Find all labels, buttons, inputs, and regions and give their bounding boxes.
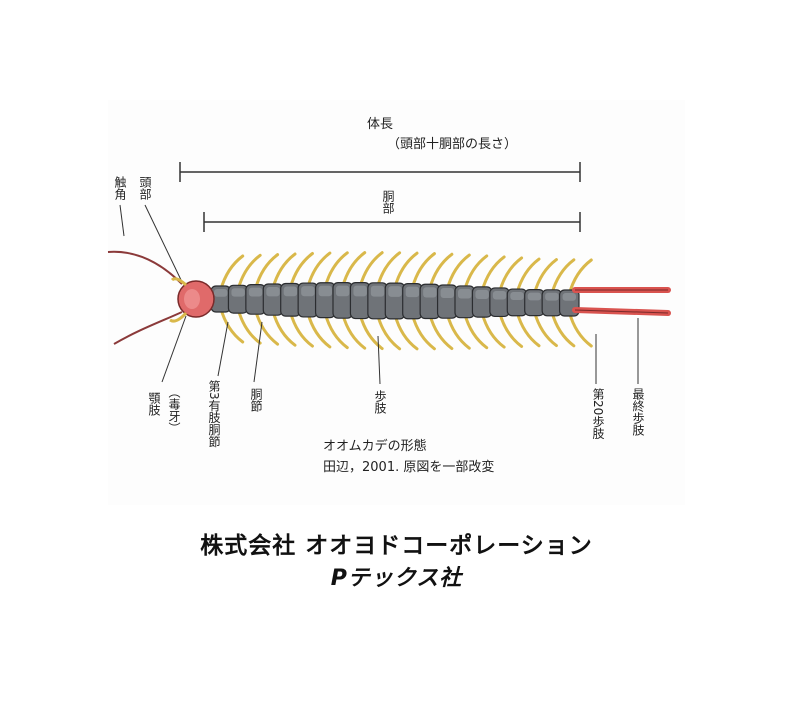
segment-highlight <box>475 289 489 299</box>
body-length-note: （頭部十胴部の長さ） <box>387 137 517 152</box>
segment-highlight <box>388 286 402 297</box>
segment-highlight <box>214 289 228 297</box>
company-brand: Pテックス社 <box>330 566 463 591</box>
antenna-label: 触角 <box>113 176 127 201</box>
segment-highlight <box>527 292 542 301</box>
caption-title: オオムカデの形態 <box>323 438 427 454</box>
forcipule-label: 顎肢 <box>147 392 161 416</box>
trunk-label: 胴部 <box>381 190 395 214</box>
leg20-label: 第20歩肢 <box>591 388 605 440</box>
segment-highlight <box>248 287 263 297</box>
walking-leg-label: 歩肢 <box>373 389 387 414</box>
segment-highlight <box>545 292 559 301</box>
segment-highlight <box>405 286 420 298</box>
segment-highlight <box>562 293 576 301</box>
segment-highlight <box>440 288 454 298</box>
body-length-label: 体長 <box>367 117 393 132</box>
segment-highlight <box>336 285 350 297</box>
antenna-leader <box>119 204 125 237</box>
forcipule-note: （毒牙） <box>167 386 181 434</box>
third-segment-leader <box>217 321 229 377</box>
forcipules <box>169 277 188 323</box>
head <box>177 280 215 318</box>
segment-highlight <box>353 285 367 297</box>
segment-highlight <box>458 288 472 299</box>
segment-highlight <box>370 285 385 297</box>
trunk-segments <box>210 282 580 320</box>
trunk-segment-leader <box>253 321 263 383</box>
segment-highlight <box>283 286 298 297</box>
company-name: 株式会社 オオヨドコーポレーション <box>200 533 593 559</box>
last-leg-label: 最終歩肢 <box>631 388 645 436</box>
head-leader <box>144 204 183 283</box>
last-legs <box>572 287 671 316</box>
forcipule-leader <box>161 315 187 383</box>
body-length-dimension <box>179 162 581 182</box>
segment-highlight <box>510 292 524 301</box>
segment-highlight <box>301 286 315 297</box>
trunk-segment-label: 胴節 <box>249 388 263 412</box>
segment-highlight <box>423 287 437 298</box>
segment-highlight <box>492 290 507 300</box>
segment-highlight <box>231 288 245 297</box>
head-label: 頭部 <box>138 176 152 200</box>
trunk-dimension <box>203 212 581 232</box>
caption-source: 田辺，2001. 原図を一部改変 <box>323 459 494 475</box>
segment-highlight <box>266 287 280 297</box>
third-segment-label: 第3有肢胴節 <box>207 380 221 448</box>
walking-leg-leader <box>377 335 381 385</box>
segment-highlight <box>318 285 332 297</box>
